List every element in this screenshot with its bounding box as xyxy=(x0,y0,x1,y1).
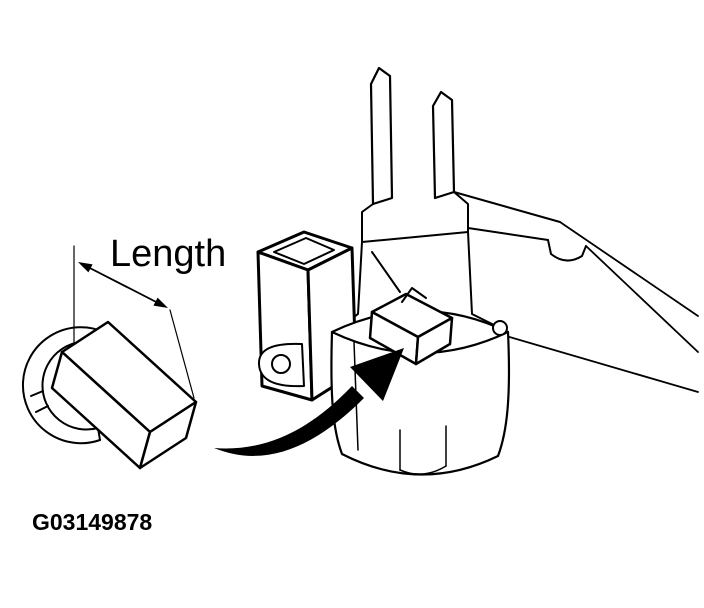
brush-holder-assembly xyxy=(256,66,699,476)
dimension-arrowhead-right xyxy=(153,297,168,308)
length-dimension xyxy=(73,245,195,399)
mounting-ear-hole xyxy=(271,354,291,374)
brush-block xyxy=(50,320,198,470)
brush-detail xyxy=(21,245,198,470)
insertion-arrow xyxy=(214,348,404,456)
length-dimension-arrow xyxy=(81,263,165,307)
mounting-strip xyxy=(505,221,699,393)
installed-brush xyxy=(368,287,454,366)
fork-prong-right xyxy=(431,90,456,200)
terminal-fork xyxy=(369,66,456,206)
rivet xyxy=(492,320,508,336)
extension-line-right xyxy=(169,309,195,399)
link-bar xyxy=(453,191,587,262)
brush-spring-clip xyxy=(401,287,427,303)
fork-prong-left xyxy=(369,66,394,206)
fork-base xyxy=(361,191,469,243)
dimension-arrowhead-left xyxy=(78,262,93,273)
housing-top-detail xyxy=(273,237,335,265)
mounting-ear xyxy=(257,342,305,388)
length-label: Length xyxy=(110,233,226,275)
cup-front-notch xyxy=(399,425,447,475)
figure-id: G03149878 xyxy=(32,509,152,535)
